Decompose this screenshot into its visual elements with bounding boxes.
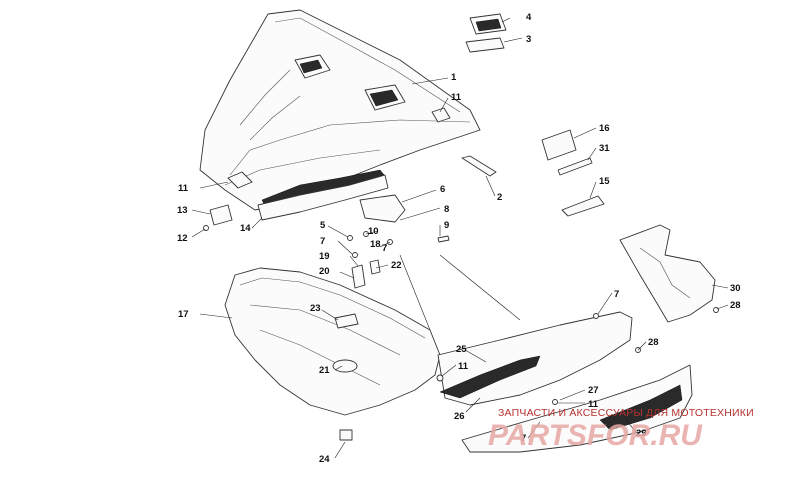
watermark-caption: ЗАПЧАСТИ И АКСЕССУАРЫ ДЛЯ МОТОТЕХНИКИ	[498, 407, 754, 419]
label-22: 22	[391, 260, 402, 271]
label-11b: 11	[178, 183, 189, 194]
label-13: 13	[177, 205, 188, 216]
vent-part	[465, 13, 507, 53]
label-31: 31	[599, 143, 610, 154]
label-23: 23	[310, 303, 321, 314]
toolkit-parts	[541, 129, 605, 217]
label-18: 18	[370, 239, 381, 250]
label-12: 12	[177, 233, 188, 244]
label-25: 25	[456, 344, 467, 355]
rod-part	[461, 155, 497, 177]
storage-bin-part	[224, 267, 441, 441]
latch-bracket-part	[209, 204, 233, 226]
label-2: 2	[497, 192, 502, 203]
label-28b: 28	[730, 300, 741, 311]
label-28a: 28	[648, 337, 659, 348]
part-labels: 1 2 3 4 5 6 7 7 7 7 8 9 10 11 11 11 11 1…	[177, 12, 741, 465]
bracket-part	[359, 194, 406, 223]
side-shield-part	[619, 224, 716, 323]
label-29: 29	[636, 428, 647, 439]
label-21: 21	[319, 365, 330, 376]
label-11d: 11	[588, 399, 599, 410]
label-3: 3	[526, 34, 531, 45]
leader-lines	[191, 17, 729, 459]
label-7a: 7	[320, 236, 325, 247]
label-24: 24	[319, 454, 330, 465]
label-7c: 7	[614, 289, 619, 300]
label-19: 19	[319, 251, 330, 262]
label-30: 30	[730, 283, 741, 294]
label-7b: 7	[382, 243, 387, 254]
label-9: 9	[444, 220, 449, 231]
label-27: 27	[588, 385, 599, 396]
label-7d: 7	[521, 433, 526, 444]
label-8: 8	[444, 204, 449, 215]
label-11c: 11	[458, 361, 469, 372]
side-panel-part	[437, 311, 633, 406]
watermark: ЗАПЧАСТИ И АКСЕССУАРЫ ДЛЯ МОТОТЕХНИКИ PA…	[488, 407, 754, 452]
label-16: 16	[599, 123, 610, 134]
label-26: 26	[454, 411, 465, 422]
label-20: 20	[319, 266, 330, 277]
watermark-logo: PARTSFOR.RU	[488, 419, 703, 452]
hood-part	[199, 9, 481, 213]
label-17: 17	[178, 309, 189, 320]
label-6: 6	[440, 184, 445, 195]
hood-side-panel-part	[257, 174, 389, 221]
label-4: 4	[526, 12, 532, 23]
label-14: 14	[240, 223, 251, 234]
label-15: 15	[599, 176, 610, 187]
label-10: 10	[368, 226, 379, 237]
hardware-parts	[203, 225, 719, 405]
label-1: 1	[451, 72, 457, 83]
label-5: 5	[320, 220, 326, 231]
label-11a: 11	[451, 92, 462, 103]
